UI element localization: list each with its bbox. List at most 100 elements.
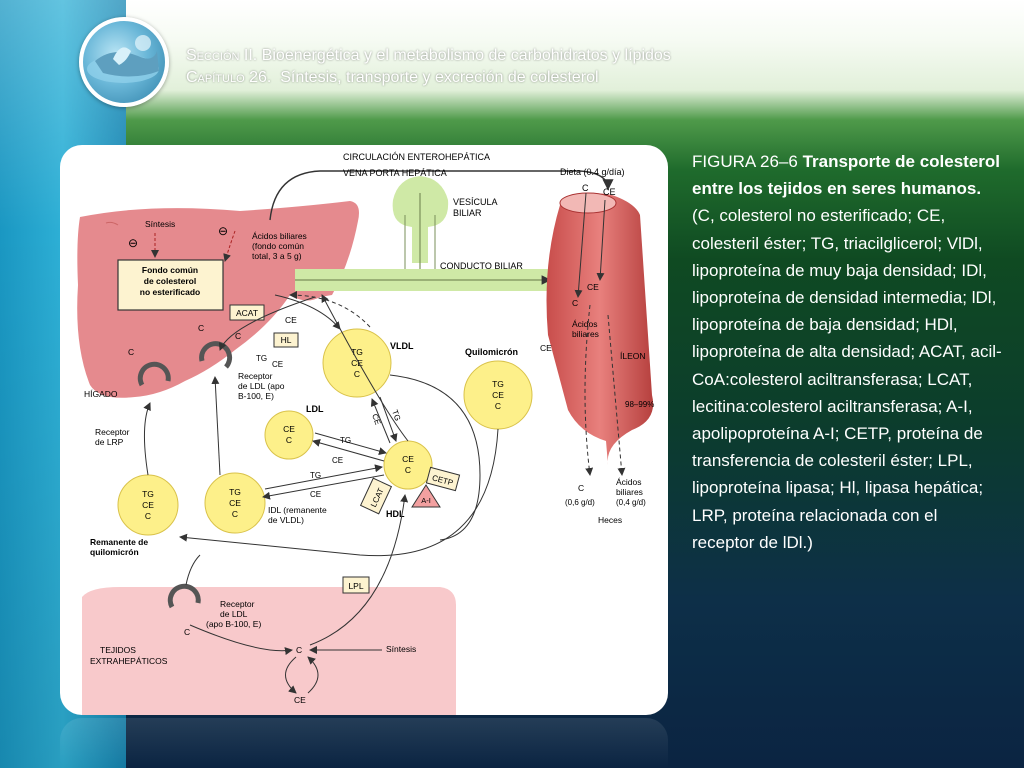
figure-number: FIGURA 26–6 [692,152,798,171]
label-ce-ldl: CE [332,456,343,465]
label-acat: ACAT [236,308,258,318]
cholesterol-transport-diagram: CIRCULACIÓN ENTEROHEPÁTICA VENA PORTA HE… [77,152,654,715]
label-c-ext: C [184,627,190,637]
idl-tg: TG [229,487,241,497]
label-higado: HÍGADO [84,389,118,399]
lrp-receptor-icon [137,361,171,387]
label-tg-hl: TG [256,354,267,363]
ldl-ce: CE [283,424,295,434]
minus-icon-2: ⊖ [218,224,228,238]
label-acidos-pool-3: total, 3 a 5 g) [252,251,302,261]
label-ext-rec-2: de LDL [220,609,248,619]
chylomicron-particle: TG CE C [463,360,533,430]
label-lrp-2: de LRP [95,437,124,447]
label-dieta: Dieta (0.4 g/día) [560,167,625,177]
label-remanente-1: Remanente de [90,537,148,547]
extrahepatic-tissue-shape [82,587,456,715]
label-acidos-pool-2: (fondo común [252,241,304,251]
label-lpl: LPL [348,581,363,591]
lcat-box [359,477,393,515]
hdl-c: C [405,465,411,475]
panel-reflection [60,718,668,768]
figure-caption: FIGURA 26–6 Transporte de colesterol ent… [692,148,1004,556]
label-c-heces: C [578,483,584,493]
label-vesicula-1: VESÍCULA [453,197,498,207]
label-a-i: A-I [421,496,431,505]
label-sintesis-top: Síntesis [145,219,175,229]
apo-ai-triangle [411,484,441,508]
acat-box [229,304,265,321]
label-ab-ileum-1: Ácidos [572,319,598,329]
ldl-particle: CE C [264,410,314,460]
extrahepatic-ldl-receptor-icon [167,583,201,609]
label-tg-idl: TG [310,471,321,480]
rem-c: C [145,511,151,521]
hdl-particle: CE C [383,440,433,490]
label-ce-ileum: CE [587,282,599,292]
label-vesicula-2: BILIAR [453,208,482,218]
label-tg-ldl: TG [340,436,351,445]
chapter-line: Capítulo 26. Síntesis, transporte y excr… [186,67,1006,89]
label-c-fecal: (0,6 g/d) [565,498,595,507]
label-ab-heces-2: biliares [616,487,643,497]
label-sintesis-bottom: Síntesis [386,644,416,654]
slide-header: Sección II. Bioenergética y el metabolis… [186,45,1006,89]
chapter-logo-image [79,17,169,107]
lpl-box [342,576,370,594]
label-circ-entero: CIRCULACIÓN ENTEROHEPÁTICA [343,152,490,162]
label-ab-fecal: (0,4 g/d) [616,498,646,507]
label-ce-gut: CE [540,343,552,353]
ldl-c: C [286,435,292,445]
figure-title: Transporte de colesterol entre los tejid… [692,152,1001,199]
hdl-ce: CE [402,454,414,464]
label-ce-cycle: CE [294,695,306,705]
label-c-liver: C [235,331,241,341]
section-label: Sección II. [186,47,258,64]
label-vena-porta: VENA PORTA HEPÁTICA [343,168,447,178]
chapter-label: Capítulo 26. [186,69,272,86]
label-quilomicron: Quilomicrón [465,347,518,357]
minus-icon-1: ⊖ [128,236,138,250]
label-conducto: CONDUCTO BILIAR [440,261,523,271]
label-hl: HL [281,335,292,345]
label-hdl: HDL [386,509,405,519]
label-ab-ileum-2: biliares [572,329,599,339]
label-ldl-rec-1: Receptor [238,371,273,381]
idl-particle: TG CE C [204,472,266,534]
chylo-c: C [495,401,501,411]
hl-box [273,332,299,348]
label-lrp-1: Receptor [95,427,130,437]
label-ileon: ÍLEON [620,351,646,361]
label-fondo-1: Fondo común [142,265,198,275]
vldl-tg: TG [351,347,363,357]
section-line: Sección II. Bioenergética y el metabolis… [186,45,1006,67]
section-title: Bioenergética y el metabolismo de carboh… [261,47,671,64]
label-ce-liver: CE [285,315,297,325]
label-ext-rec-3: (apo B-100, E) [206,619,261,629]
label-ldl: LDL [306,404,324,414]
label-ileon-pct: 98–99% [625,400,654,409]
label-ce-idl: CE [310,490,321,499]
label-ce-hl: CE [272,360,283,369]
chylomicron-remnant-particle: TG CE C [117,474,179,536]
label-acidos-pool-1: Ácidos biliares [252,231,307,241]
rem-ce: CE [142,500,154,510]
cholesterol-pool-box [117,259,224,311]
label-idl-2: de VLDL) [268,515,304,525]
label-c-ileum: C [572,298,578,308]
label-c-dieta: C [582,183,589,193]
idl-ce: CE [229,498,241,508]
label-ab-heces-1: Ácidos [616,477,642,487]
label-heces: Heces [598,515,622,525]
figure-body: (C, colesterol no esterificado; CE, cole… [692,206,1002,552]
label-fondo-3: no esterificado [140,287,200,297]
label-c-liver-3: C [128,347,134,357]
label-c-liver-2: C [198,323,204,333]
ileum-shape [546,193,654,465]
figure-panel: CIRCULACIÓN ENTEROHEPÁTICA VENA PORTA HE… [60,145,668,715]
chylo-ce: CE [492,390,504,400]
label-idl-1: IDL (remanente [268,505,327,515]
label-tg-vldl: TG [390,409,402,423]
chapter-title: Síntesis, transporte y excreción de cole… [280,69,599,86]
vldl-ce: CE [351,358,363,368]
